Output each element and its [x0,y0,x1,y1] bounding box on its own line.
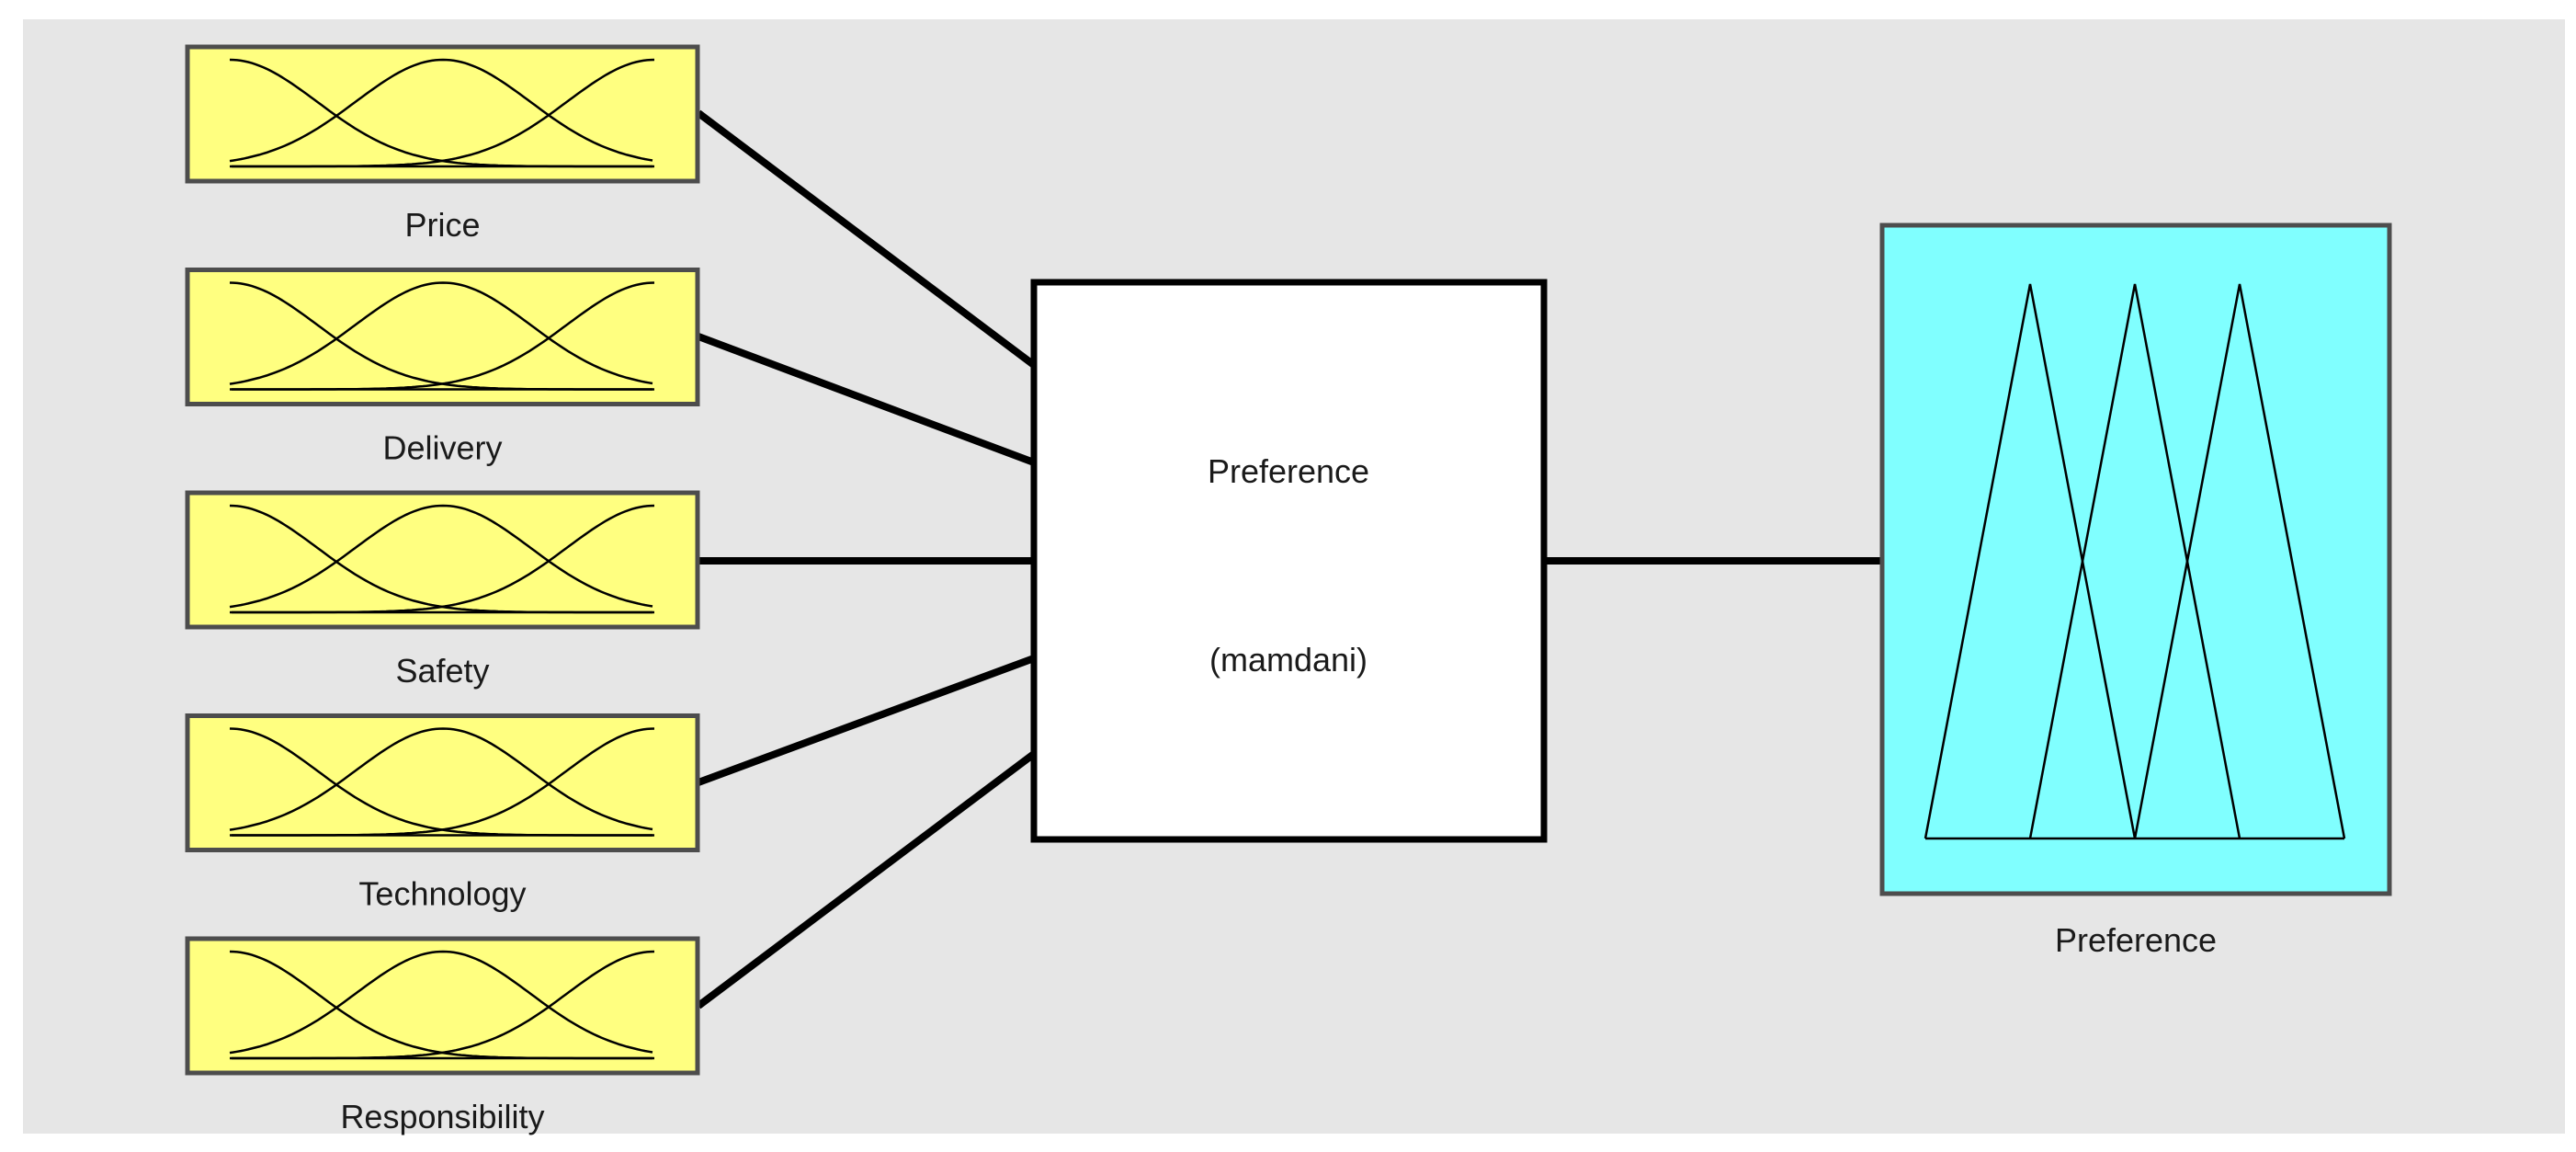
output-label: Preference [2055,921,2217,959]
input-box[interactable] [185,936,700,1076]
fis-system-block[interactable]: Preference (mamdani) [1030,279,1548,843]
connector-technology [697,655,1036,786]
input-label: Delivery [382,429,502,467]
gaussian-membership-icon [229,727,655,837]
input-variable-delivery[interactable]: Delivery [185,268,700,467]
gaussian-membership-icon [229,950,655,1060]
input-box[interactable] [185,490,700,630]
input-variable-safety[interactable]: Safety [185,490,700,690]
output-box[interactable] [1879,222,2392,896]
connection-lines [696,109,1882,1009]
input-label: Price [404,206,480,244]
input-variable-responsibility[interactable]: Responsibility [185,936,700,1135]
triangular-membership-icon [1923,283,2346,840]
connector-delivery [697,333,1036,466]
system-type-label: (mamdani) [1209,641,1367,679]
input-label: Safety [395,652,489,690]
connector-responsibility [696,750,1037,1009]
gaussian-membership-icon [229,58,655,168]
gaussian-membership-icon [229,281,655,391]
system-box[interactable] [1030,279,1548,843]
input-variable-technology[interactable]: Technology [185,713,700,913]
gaussian-membership-icon [229,504,655,614]
input-variables: PriceDeliverySafetyTechnologyResponsibil… [185,44,700,1135]
input-box[interactable] [185,44,700,184]
system-name-label: Preference [1208,452,1369,490]
input-label: Responsibility [340,1098,544,1135]
input-variable-price[interactable]: Price [185,44,700,244]
input-box[interactable] [185,713,700,852]
input-box[interactable] [185,268,700,406]
output-variable-preference[interactable]: Preference [1879,222,2392,959]
connector-price [696,109,1037,369]
input-label: Technology [358,875,526,913]
